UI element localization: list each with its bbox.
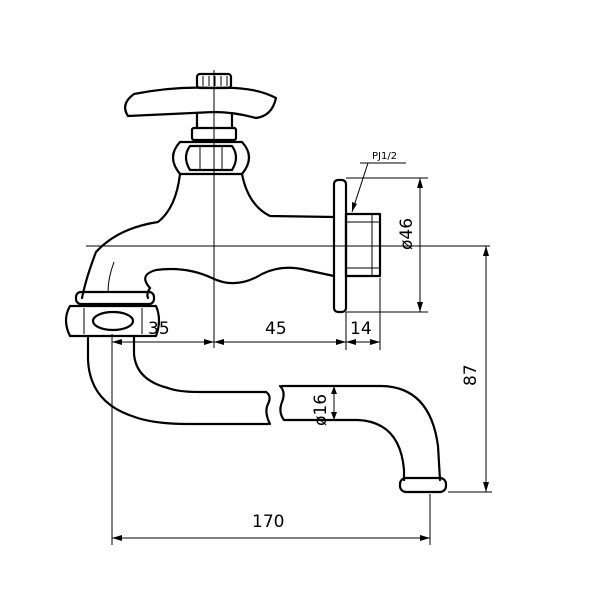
dimension-labels: 35 45 14 170 87 ø46 ø16 PJ1/2 [148, 151, 481, 532]
threaded-connection [344, 212, 382, 278]
dim-45: 45 [265, 319, 287, 339]
dim-87: 87 [461, 364, 481, 386]
handle-lever [123, 86, 278, 120]
thread-note: PJ1/2 [372, 151, 397, 162]
bonnet-nut [171, 140, 251, 176]
dim-dia46: ø46 [397, 218, 417, 250]
dim-170: 170 [252, 512, 284, 532]
wall-flange [332, 178, 382, 314]
dim-dia16: ø16 [311, 394, 331, 426]
center-lines [86, 70, 490, 348]
dimensions [111, 162, 492, 545]
dim-14: 14 [350, 319, 372, 339]
faucet-body [80, 172, 336, 300]
outlet-union-nut [64, 290, 161, 338]
handle [123, 72, 278, 142]
dim-35: 35 [148, 319, 170, 339]
spout-pipe [86, 335, 448, 494]
spout-tip [398, 476, 448, 494]
